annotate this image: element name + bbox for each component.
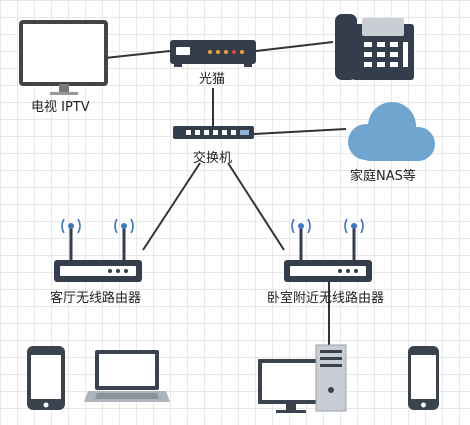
bedroom-router-icon — [284, 218, 372, 282]
link-switch-living-router — [142, 162, 201, 251]
living-room-router-icon — [54, 218, 142, 282]
tv-icon — [19, 20, 108, 95]
monitor-icon — [258, 359, 324, 413]
nas-cloud-icon — [348, 102, 435, 161]
telephone-icon — [335, 14, 414, 80]
link-switch-nas — [253, 128, 347, 135]
desktop-tower-icon — [315, 344, 347, 412]
label-living-room-router: 客厅无线路由器 — [50, 291, 142, 306]
label-bedroom-router: 卧室附近无线路由器 — [267, 291, 385, 306]
label-nas: 家庭NAS等 — [350, 169, 416, 184]
modem-icon — [170, 40, 256, 67]
laptop-icon — [84, 350, 170, 402]
smartphone-icon-right — [408, 346, 439, 410]
link-modem-phone — [255, 41, 334, 52]
label-tv-iptv: 电视 IPTV — [31, 100, 90, 115]
link-switch-bedroom-router — [227, 162, 285, 251]
connections — [104, 41, 347, 345]
switch-icon — [173, 126, 254, 139]
link-tv-modem — [104, 50, 171, 59]
label-modem: 光猫 — [199, 72, 226, 87]
smartphone-icon-left — [27, 346, 65, 410]
label-switch: 交换机 — [193, 151, 233, 166]
